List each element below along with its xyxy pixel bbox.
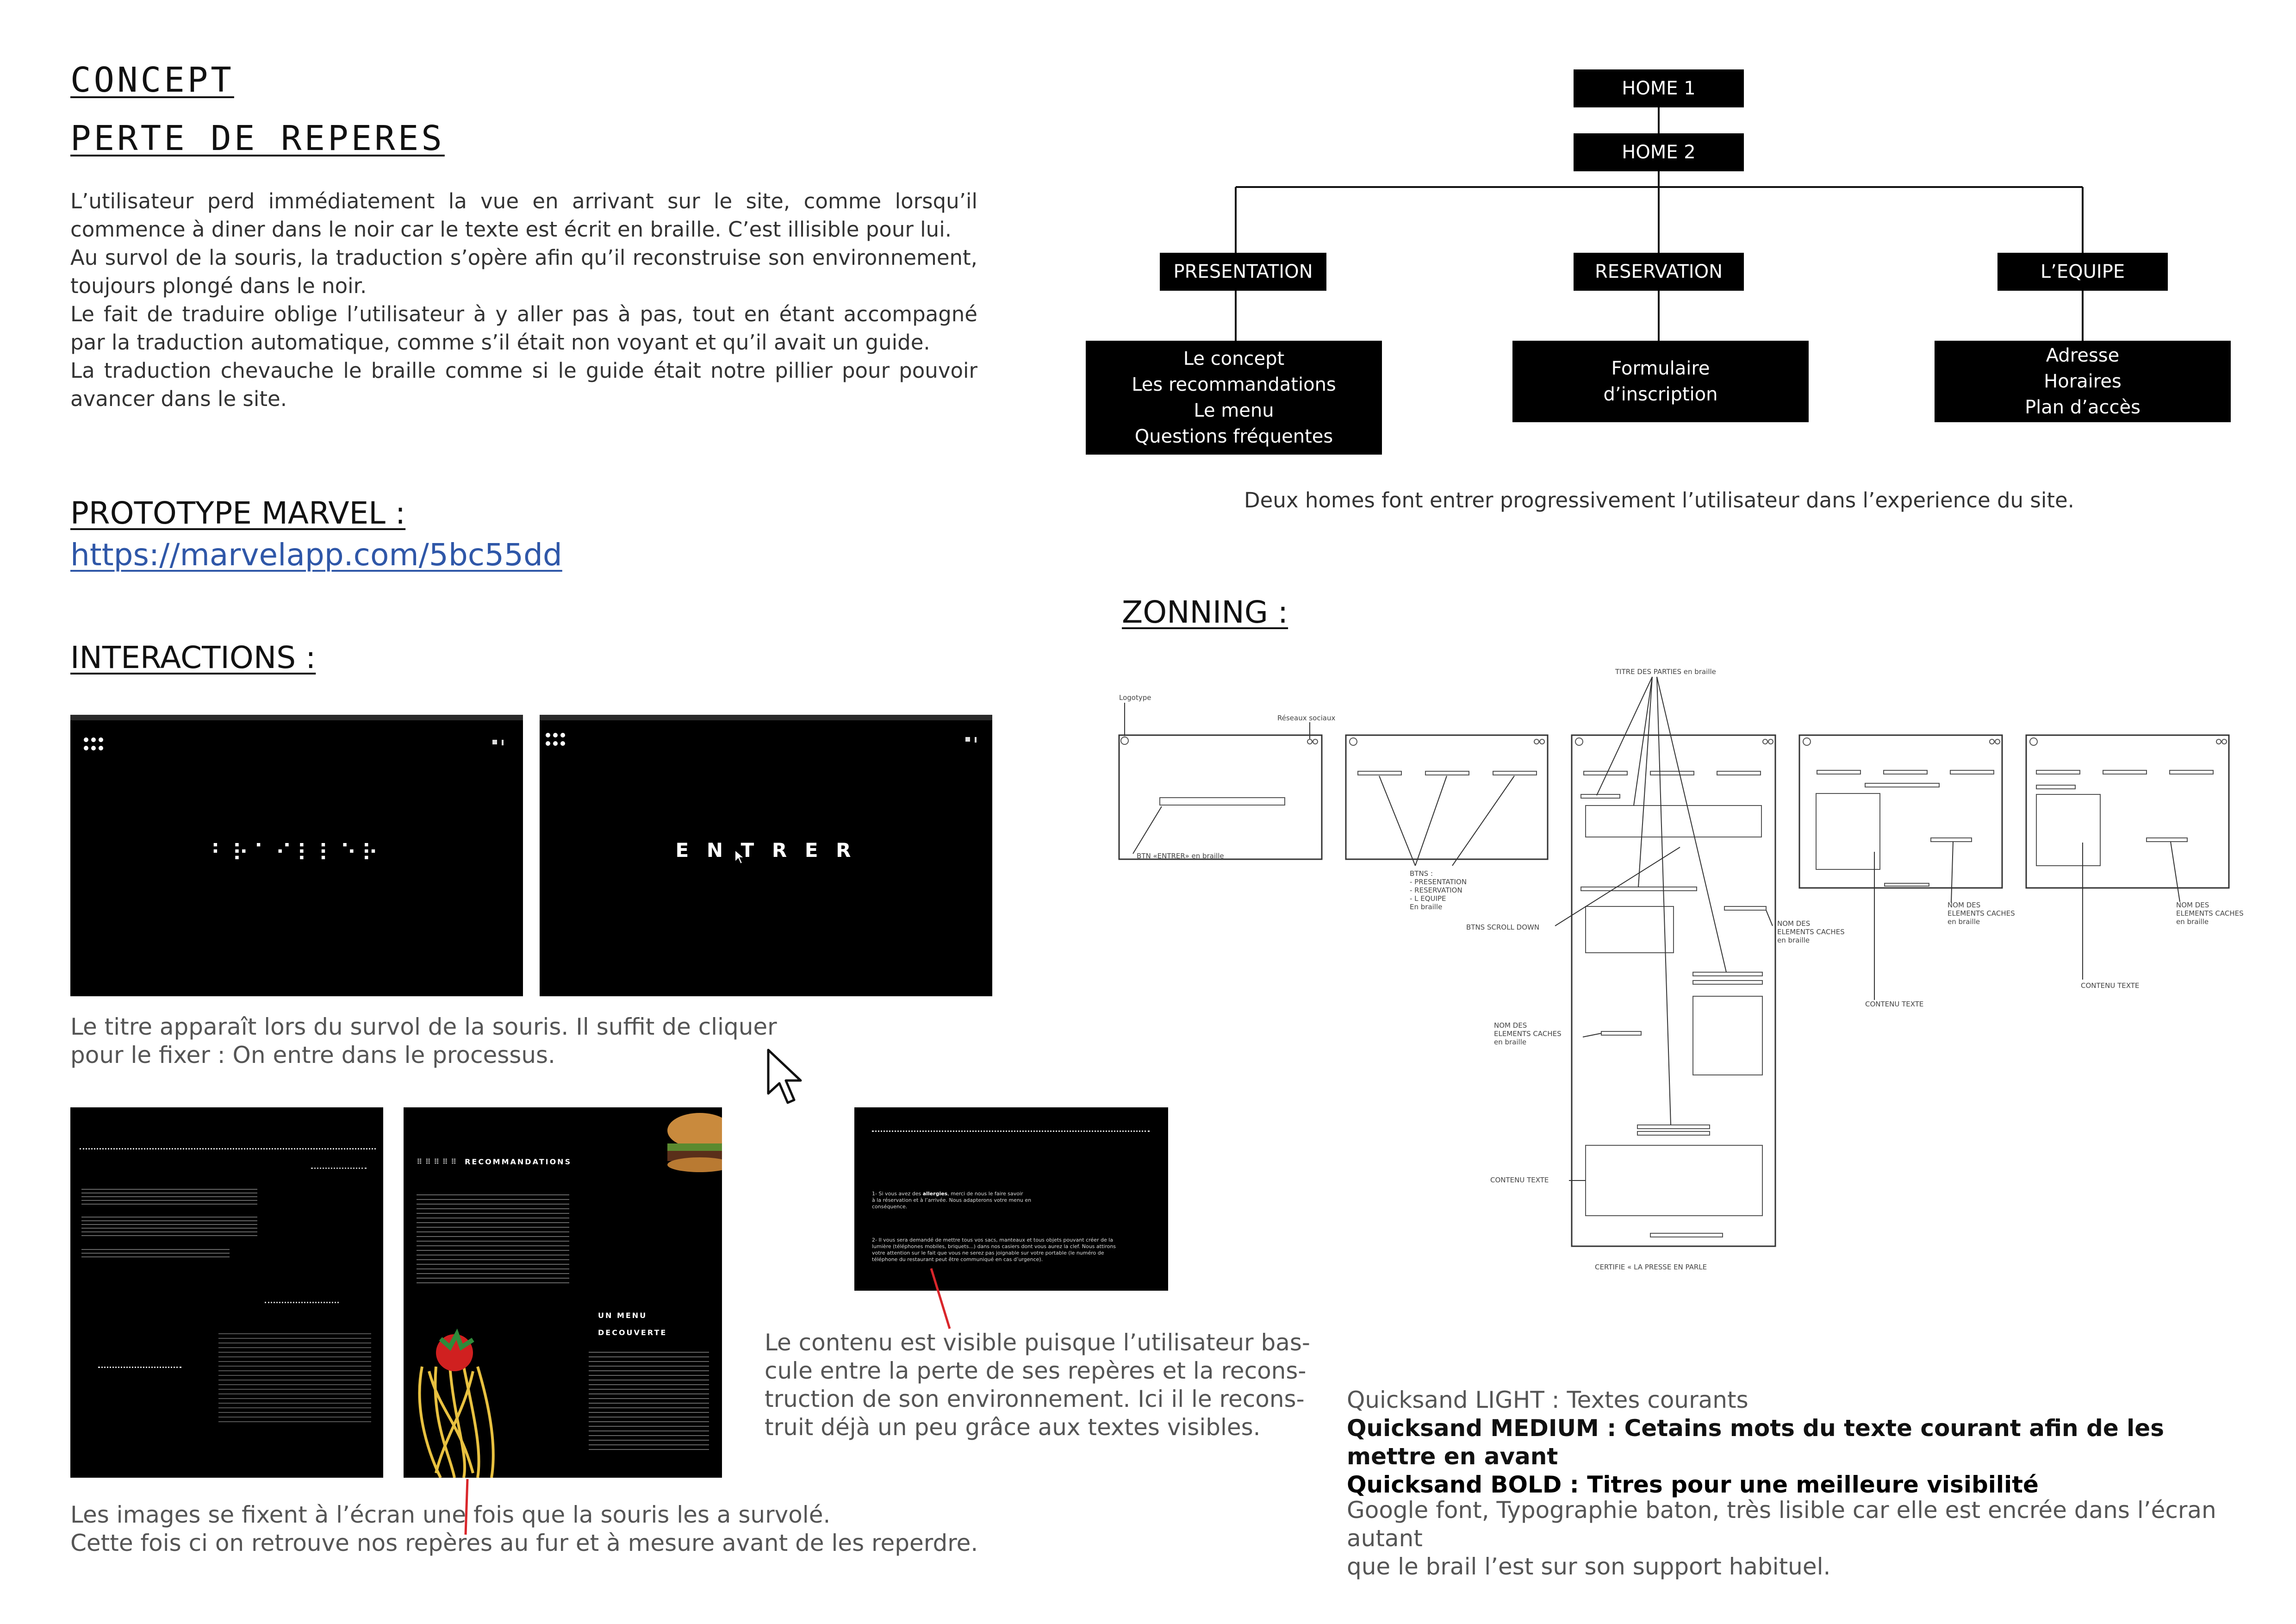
- content-screen-braille: [70, 1107, 383, 1478]
- zonning-title: ZONNING :: [1122, 594, 1288, 630]
- prototype-link[interactable]: https://marvelapp.com/5bc55dd: [70, 537, 562, 573]
- sitemap-content-reservation: Formulaire d’inscription: [1512, 341, 1809, 422]
- svg-text:ELEMENTS CACHES: ELEMENTS CACHES: [2176, 909, 2244, 918]
- svg-text:CONTENU TEXTE: CONTENU TEXTE: [1865, 1000, 1923, 1008]
- sitemap-section-equipe: L’EQUIPE: [1997, 253, 2168, 291]
- svg-text:- PRESENTATION: - PRESENTATION: [1410, 878, 1467, 886]
- sitemap-home1: HOME 1: [1574, 69, 1744, 107]
- concept-paragraph: La traduction chevauche le braille comme…: [70, 358, 977, 411]
- svg-text:- L EQUIPE: - L EQUIPE: [1410, 894, 1446, 903]
- label-titre-parties: TITRE DES PARTIES en braille: [1615, 668, 1716, 676]
- svg-text:en braille: en braille: [2176, 918, 2209, 926]
- font-bold-spec: Quicksand BOLD : Titres pour une meilleu…: [1347, 1471, 2039, 1498]
- svg-text:ELEMENTS CACHES: ELEMENTS CACHES: [1948, 909, 2015, 918]
- svg-text:BTNS :: BTNS :: [1410, 869, 1433, 878]
- pasta-image: [418, 1328, 495, 1478]
- font-medium-spec: Quicksand MEDIUM : Cetains mots du texte…: [1347, 1415, 2164, 1470]
- concept-paragraph: L’utilisateur perd immédiatement la vue …: [70, 189, 977, 242]
- svg-text:NOM DES: NOM DES: [1948, 901, 1980, 909]
- social-icons[interactable]: [492, 738, 510, 747]
- social-icons[interactable]: [964, 735, 983, 744]
- sitemap-caption: Deux homes font entrer progressivement l…: [1244, 488, 2074, 512]
- svg-text:NOM DES: NOM DES: [1777, 919, 1810, 928]
- concept-paragraph: Au survol de la souris, la traduction s’…: [70, 245, 977, 298]
- braille-enter-button[interactable]: ⠃⠗⠁⠊⠇⠇⠑⠗: [210, 840, 383, 867]
- svg-text:ELEMENTS CACHES: ELEMENTS CACHES: [1494, 1030, 1562, 1038]
- prototype-title: PROTOTYPE MARVEL :: [70, 495, 406, 531]
- concept-title: CONCEPT: [70, 60, 234, 100]
- label-reseaux: Réseaux sociaux: [1277, 714, 1335, 722]
- concept-text: L’utilisateur perd immédiatement la vue …: [70, 187, 977, 413]
- interactions-title: INTERACTIONS :: [70, 640, 316, 675]
- sitemap-section-reservation: RESERVATION: [1574, 253, 1744, 291]
- svg-text:en braille: en braille: [1777, 936, 1810, 944]
- font-note: Google font, Typographie baton, très lis…: [1347, 1497, 2216, 1580]
- recommandations-heading: ⠿⠿⠿⠿⠿ RECOMMANDATIONS: [417, 1157, 572, 1166]
- sitemap-content-presentation: Le concept Les recommandations Le menu Q…: [1086, 341, 1382, 455]
- label-btn-entrer: BTN «ENTRER» en braille: [1137, 852, 1224, 860]
- wireframe-equipe: [2025, 734, 2230, 889]
- cursor-icon: [734, 849, 746, 865]
- svg-text:NOM DES: NOM DES: [2176, 901, 2209, 909]
- sitemap-section-presentation: PRESENTATION: [1160, 253, 1326, 291]
- svg-text:CONTENU TEXTE: CONTENU TEXTE: [2081, 981, 2139, 990]
- allergies-item-2: 2- Il vous sera demandé de mettre tous v…: [872, 1237, 1116, 1262]
- label-logotype: Logotype: [1119, 693, 1151, 702]
- zonning-wireframes: Logotype Réseaux sociaux BTN «ENTRER» en…: [1118, 668, 2244, 1271]
- cursor-icon: [767, 1049, 802, 1104]
- svg-text:ELEMENTS CACHES: ELEMENTS CACHES: [1777, 928, 1845, 936]
- content-screen-allergies: 1- Si vous avez des allergies, merci de …: [854, 1107, 1168, 1291]
- font-specs: Quicksand LIGHT : Textes courants Quicks…: [1347, 1386, 2254, 1499]
- label-btns-scroll: BTNS SCROLL DOWN: [1466, 923, 1539, 931]
- svg-text:en braille: en braille: [1948, 918, 1980, 926]
- svg-text:en braille: en braille: [1494, 1038, 1526, 1046]
- font-light-spec: Quicksand LIGHT : Textes courants: [1347, 1387, 1748, 1413]
- wireframe-home2: [1345, 734, 1549, 860]
- concept-subtitle: PERTE DE REPERES: [70, 119, 445, 158]
- caption-hover: Le titre apparaît lors du survol de la s…: [70, 1013, 777, 1068]
- allergies-item-1: 1- Si vous avez des allergies, merci de …: [872, 1191, 1032, 1210]
- concept-paragraph: Le fait de traduire oblige l’utilisateur…: [70, 302, 977, 355]
- burger-image: [667, 1113, 722, 1172]
- caption-images: Les images se fixent à l’écran une fois …: [70, 1501, 978, 1556]
- label-certifie: CERTIFIE « LA PRESSE EN PARLE: [1595, 1263, 1707, 1271]
- caption-content: Le contenu est visible puisque l’utilisa…: [765, 1329, 1310, 1441]
- home-screen-hover: E N T R E R: [540, 715, 992, 996]
- sitemap-home2: HOME 2: [1574, 133, 1744, 171]
- logo-icon: [546, 733, 565, 746]
- svg-text:CONTENU TEXTE: CONTENU TEXTE: [1490, 1176, 1549, 1184]
- svg-text:NOM DES: NOM DES: [1494, 1021, 1527, 1030]
- wireframe-reservation: [1798, 734, 2003, 889]
- sitemap-lines: [1235, 107, 2084, 341]
- menu-heading: UN MENU DECOUVERTE: [598, 1311, 667, 1337]
- logo-icon: [84, 737, 103, 750]
- svg-text:- RESERVATION: - RESERVATION: [1410, 886, 1462, 894]
- wireframe-content-page: [1571, 734, 1776, 1247]
- content-screen-recommandations: ⠿⠿⠿⠿⠿ RECOMMANDATIONS UN MENU DECOUVERTE: [404, 1107, 722, 1478]
- sitemap-content-equipe: Adresse Horaires Plan d’accès: [1935, 341, 2231, 422]
- home-screen-braille: ⠃⠗⠁⠊⠇⠇⠑⠗: [70, 715, 523, 996]
- enter-button-translated[interactable]: E N T R E R: [675, 839, 857, 862]
- svg-text:En braille: En braille: [1410, 903, 1442, 911]
